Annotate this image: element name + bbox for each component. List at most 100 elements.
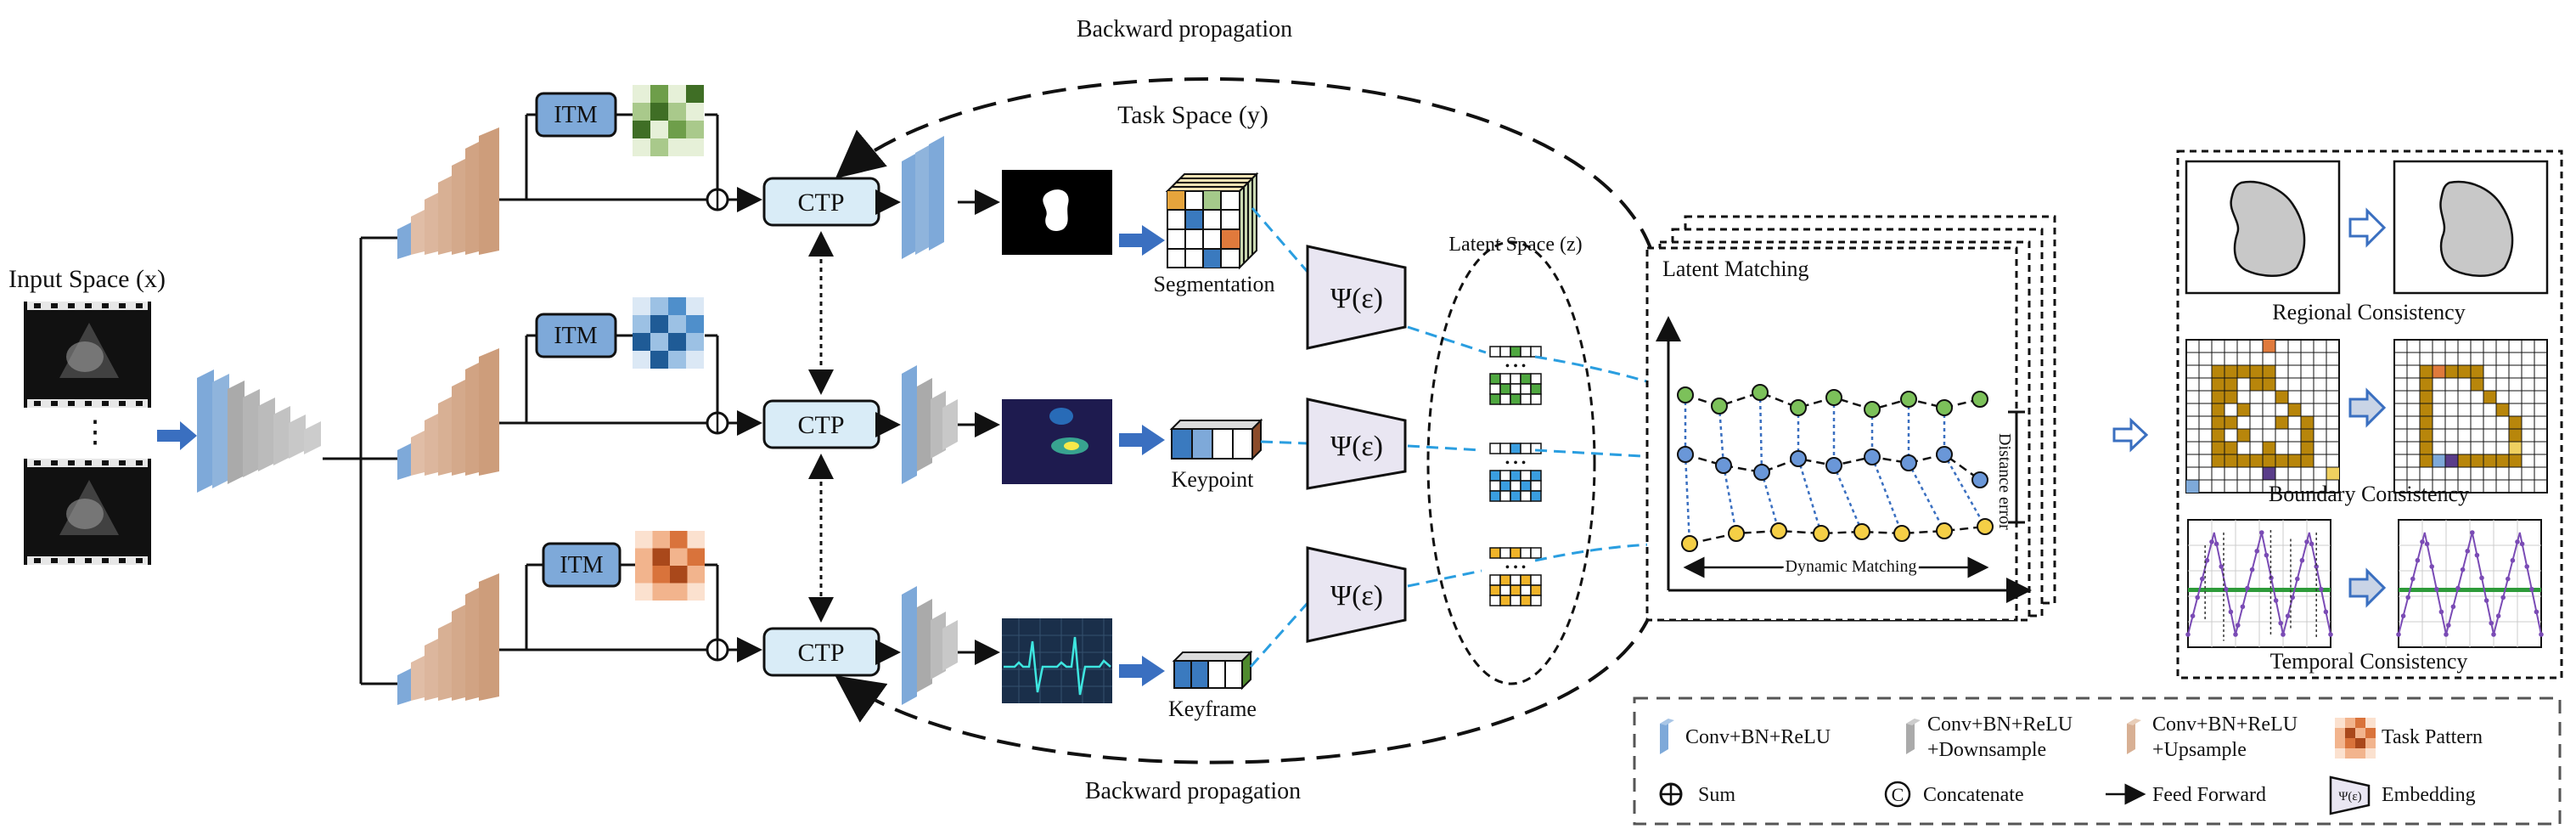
boundary-before (2185, 339, 2340, 493)
boundary-cell (2509, 429, 2522, 442)
boundary-cell (2212, 365, 2224, 378)
matching-point (1936, 522, 1953, 539)
feature-block-middle (902, 365, 958, 484)
svg-text:CTP: CTP (797, 411, 844, 439)
boundary-cell (2471, 378, 2483, 391)
boundary-cell (2471, 365, 2483, 378)
temporal-label: Temporal Consistency (2270, 649, 2468, 674)
regional-after (2393, 160, 2549, 295)
boundary-cell (2263, 340, 2275, 352)
boundary-cell (2420, 403, 2433, 416)
pattern-cell (670, 548, 688, 566)
boundary-cell (2420, 442, 2433, 454)
task-pattern-blue (633, 297, 704, 369)
boundary-cell (2420, 378, 2433, 391)
latent-cell (1489, 383, 1501, 395)
boundary-cell (2263, 467, 2275, 480)
pattern-cell (668, 333, 686, 351)
latent-cell (1520, 393, 1532, 405)
task-pattern-green (633, 85, 704, 156)
legend-conv-icon (1660, 719, 1674, 754)
svg-text:Ψ(ε): Ψ(ε) (1330, 431, 1383, 462)
legend-feed-label: Feed Forward (2152, 784, 2266, 806)
matching-point (1790, 399, 1807, 416)
latent-cell (1499, 383, 1511, 395)
pattern-cell (633, 315, 650, 333)
legend-upsample-label-2: +Upsample (2152, 739, 2247, 761)
feature-block-bottom (902, 586, 958, 705)
latent-cell (1530, 547, 1542, 559)
boundary-cell (2326, 467, 2339, 480)
matching-point (1900, 454, 1917, 471)
correspondence-line (1943, 454, 1987, 527)
temporal-arrow (2348, 567, 2387, 608)
regional-label: Regional Consistency (2272, 300, 2465, 324)
matching-point (1715, 457, 1732, 474)
pattern-cell (687, 531, 705, 549)
sum-circle-bottom (706, 638, 729, 662)
itm-box-bottom: ITM (542, 542, 622, 588)
pattern-cell (652, 531, 670, 549)
latent-dots: • • • (1505, 561, 1527, 575)
latent-cell (1489, 443, 1501, 454)
boundary-cell (2420, 365, 2433, 378)
pattern-cell (2355, 718, 2365, 728)
decoder-top (397, 127, 499, 259)
boundary-cell (2186, 480, 2199, 493)
boundary-cell (2212, 403, 2224, 416)
boundary-cell (2509, 416, 2522, 429)
legend-upsample-icon (2127, 719, 2141, 754)
boundary-cell (2301, 429, 2314, 442)
keyframe-cube (1172, 650, 1253, 691)
boundary-cell (2301, 454, 2314, 467)
keyframe-ecg (1002, 618, 1112, 703)
latent-cell (1530, 373, 1542, 385)
svg-text:ITM: ITM (554, 323, 597, 349)
matching-point (1825, 457, 1842, 474)
boundary-cell (2445, 365, 2458, 378)
svg-text:CTP: CTP (797, 639, 844, 667)
correspondence-line (1760, 471, 1780, 532)
matching-point (1971, 471, 1988, 488)
pattern-cell (686, 138, 704, 156)
latent-cell (1510, 547, 1521, 559)
pattern-cell (2345, 738, 2355, 748)
pattern-cell (668, 315, 686, 333)
arrow-to-kp-cube (1119, 425, 1165, 455)
legend-concat-icon: C (1884, 781, 1911, 808)
matching-point (1711, 398, 1728, 414)
correspondence-line (1718, 405, 1725, 466)
boundary-cell (2509, 442, 2522, 454)
matching-point (1728, 525, 1745, 542)
latent-cell (1489, 584, 1501, 596)
segmentation-cube (1165, 172, 1259, 270)
boundary-label: Boundary Consistency (2269, 482, 2469, 506)
backward-label-top: Backward propagation (1077, 16, 1292, 42)
task-space-label: Task Space (y) (1117, 101, 1268, 129)
boundary-cell (2275, 416, 2288, 429)
legend-sum-icon (1659, 782, 1683, 806)
latent-matching-label: Latent Matching (1662, 257, 1809, 281)
boundary-cell (2250, 454, 2263, 467)
boundary-cell (2420, 429, 2433, 442)
boundary-cell (2420, 416, 2433, 429)
pattern-cell (2355, 728, 2365, 738)
backward-arc-top (835, 76, 1653, 251)
latent-cell (1499, 480, 1511, 492)
latent-cell (1530, 595, 1542, 606)
pattern-cell (686, 297, 704, 315)
latent-cell (1530, 346, 1542, 358)
latent-cell (1489, 490, 1501, 502)
latent-space-label: Latent Space (z) (1448, 234, 1582, 256)
boundary-cell (2433, 365, 2445, 378)
boundary-cell (2224, 378, 2237, 391)
psi-embedding-middle: Ψ(ε) (1306, 398, 1407, 490)
svg-text:ITM: ITM (554, 102, 597, 128)
latent-cell (1520, 443, 1532, 454)
latent-cell (1499, 393, 1511, 405)
boundary-cell (2420, 391, 2433, 403)
matching-point (1893, 525, 1910, 542)
boundary-cell (2301, 416, 2314, 429)
pattern-cell (668, 121, 686, 138)
matching-point (1681, 535, 1698, 552)
